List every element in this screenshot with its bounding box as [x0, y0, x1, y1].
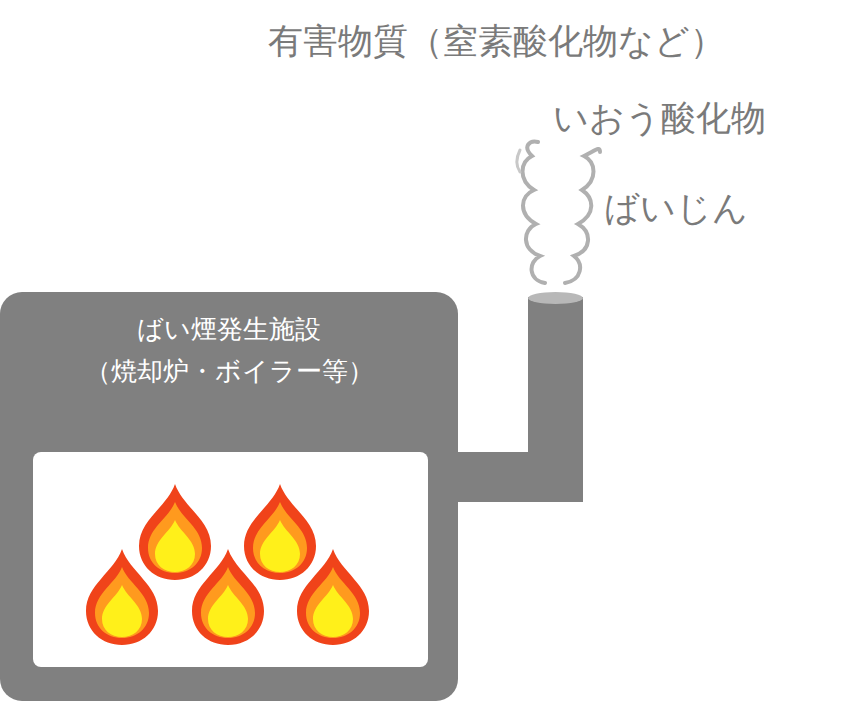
flame	[244, 484, 316, 580]
chimney-top	[528, 292, 583, 304]
facility-examples: （焼却炉・ボイラー等）	[0, 350, 458, 392]
facility-title: ばい煙発生施設	[0, 308, 458, 350]
flame	[86, 549, 158, 645]
smoke	[565, 149, 600, 283]
emission-label: 有害物質（窒素酸化物など）	[268, 20, 725, 62]
smoke	[523, 142, 546, 283]
flue-pipe	[440, 452, 580, 502]
flame	[297, 549, 369, 645]
facility-box: ばい煙発生施設（焼却炉・ボイラー等）	[0, 292, 458, 392]
furnace-body	[0, 292, 458, 701]
furnace-window	[33, 452, 428, 667]
emission-label: ばいじん	[604, 187, 748, 229]
flame	[192, 549, 264, 645]
smoke-wisp	[517, 150, 520, 172]
emission-label: いおう酸化物	[553, 97, 766, 139]
flame	[139, 484, 211, 580]
